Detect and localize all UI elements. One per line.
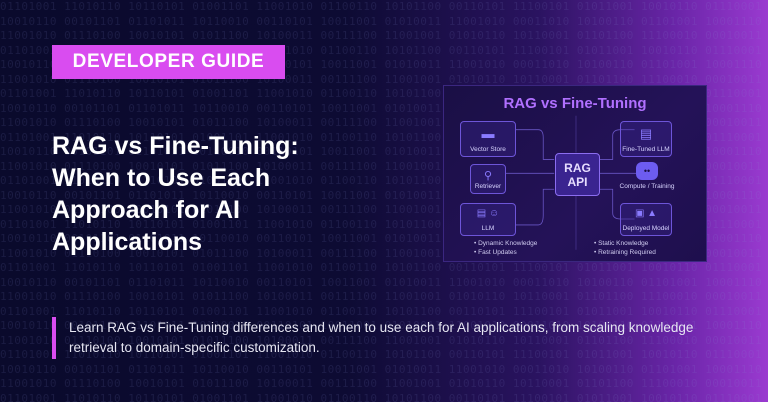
rag-vs-finetuning-diagram: RAG vs Fine-Tuning ▬ Vector Store ⚲ Retr…: [443, 85, 707, 262]
node-compute-training: •• Compute / Training: [616, 162, 678, 196]
chip-rocket-icon: ▣ ▲: [634, 208, 658, 219]
binary-row: 11001010 01110100 10010101 01011100 1010…: [0, 29, 763, 42]
description-accent-bar: [52, 317, 56, 359]
binary-row: 01101001 11010110 10110101 01001101 1100…: [0, 0, 763, 13]
binary-row: 01101001 11010110 10110101 01001101 1100…: [0, 391, 763, 402]
diagram-title: RAG vs Fine-Tuning: [503, 95, 647, 112]
node-deployed-model: ▣ ▲ Deployed Model: [620, 203, 672, 236]
binary-row: 11001010 01110100 10010101 01011100 1010…: [0, 72, 763, 86]
node-llm: ▤ ☺ LLM: [460, 203, 516, 236]
robot-icon: ••: [636, 162, 658, 180]
rag-bullets: • Dynamic Knowledge • Fast Updates: [474, 240, 538, 256]
node-retriever: ⚲ Retriever: [470, 164, 506, 194]
binary-row: 10010110 00101101 01101011 10110010 0011…: [0, 319, 763, 332]
category-badge: DEVELOPER GUIDE: [52, 45, 285, 79]
binary-row: 11001010 01110100 10010101 01011100 1010…: [0, 377, 763, 390]
document-user-icon: ▤ ☺: [476, 208, 500, 219]
binary-row: 11001010 01110100 10010101 01011100 1010…: [0, 290, 763, 303]
rag-api-node: RAG API: [555, 153, 600, 196]
finetuning-bullets: • Static Knowledge • Retraining Required: [594, 240, 656, 256]
search-icon: ⚲: [483, 170, 493, 182]
binary-row: 10010110 00101101 01101011 10110010 0011…: [0, 275, 763, 289]
node-vector-store: ▬ Vector Store: [460, 121, 516, 157]
document-icon: ▤: [639, 126, 653, 141]
connector-lines: [505, 115, 643, 250]
page-title: RAG vs Fine-Tuning: When to Use Each App…: [52, 132, 299, 256]
binary-row: 10010110 00101101 01101011 10110010 0011…: [0, 362, 763, 376]
node-fine-tuned-llm: ▤ Fine-Tuned LLM: [620, 121, 672, 157]
binary-row: 11001010 01110100 10010101 01011100 1010…: [0, 333, 763, 347]
page-description: Learn RAG vs Fine-Tuning differences and…: [69, 320, 694, 355]
binary-row: 01101001 11010110 10110101 01001101 1100…: [0, 304, 763, 318]
binary-row: 01101001 11010110 10110101 01001101 1100…: [0, 261, 763, 274]
folder-icon: ▬: [481, 126, 495, 141]
binary-row: 01101001 11010110 10110101 01001101 1100…: [0, 348, 763, 361]
binary-row: 10010110 00101101 01101011 10110010 0011…: [0, 14, 763, 28]
